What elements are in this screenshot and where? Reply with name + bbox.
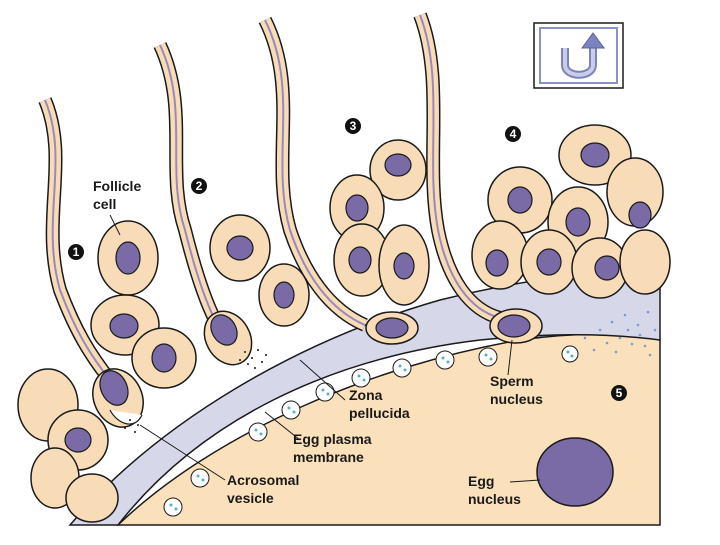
step-number-5: 5 (616, 386, 623, 400)
label-acrosomal-line2: vesicle (227, 490, 274, 506)
step-marker-4: 4 (505, 126, 521, 142)
label-egg-membrane-line2: membrane (293, 449, 364, 465)
step-marker-5: 5 (611, 385, 627, 401)
sperm-2 (160, 45, 261, 373)
label-zona-line2: pellucida (349, 405, 410, 421)
follicle-cells-middle (330, 140, 429, 305)
step-marker-3: 3 (345, 118, 361, 134)
step-marker-2: 2 (191, 178, 207, 194)
label-follicle-cell-line2: cell (93, 196, 116, 212)
label-zona-line1: Zona (349, 387, 383, 403)
step-number-4: 4 (510, 127, 517, 141)
step-number-3: 3 (350, 119, 357, 133)
label-acrosomal-line1: Acrosomal (227, 472, 299, 488)
step-marker-1: 1 (68, 244, 84, 260)
return-button[interactable] (534, 23, 623, 88)
step-number-1: 1 (73, 245, 80, 259)
egg-nucleus (537, 438, 613, 506)
step-number-2: 2 (196, 179, 203, 193)
label-egg-nucleus-line2: nucleus (468, 491, 521, 507)
label-sperm-nucleus-line2: nucleus (490, 391, 543, 407)
label-follicle-cell-line1: Follicle (93, 178, 141, 194)
label-egg-nucleus-line1: Egg (468, 473, 494, 489)
label-sperm-nucleus-line1: Sperm (490, 373, 534, 389)
label-egg-membrane-line1: Egg plasma (293, 431, 372, 447)
